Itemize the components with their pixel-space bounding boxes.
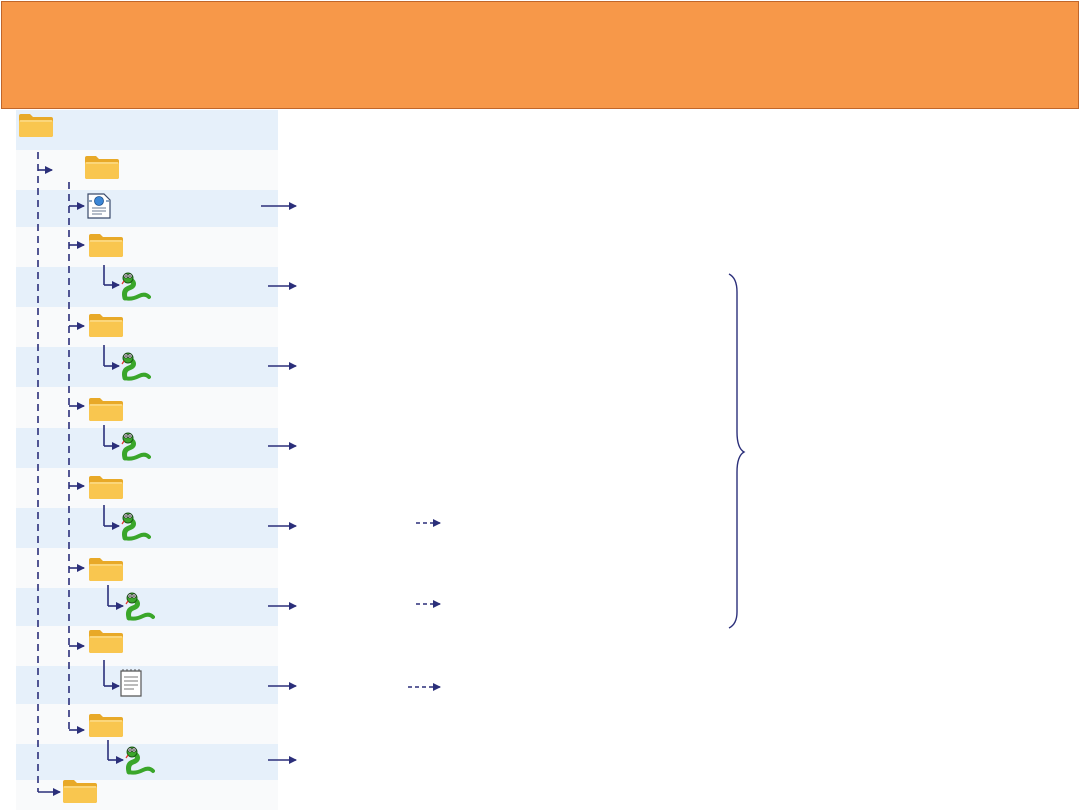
- folder-icon: [88, 556, 124, 587]
- html-file-icon: [86, 192, 112, 225]
- folder-icon: [84, 154, 120, 185]
- row-stripe: [16, 110, 278, 150]
- python-file-icon: [119, 350, 151, 387]
- row-stripe: [16, 428, 278, 468]
- python-file-icon: [123, 744, 155, 781]
- folder-icon: [88, 396, 124, 427]
- row-stripe: [16, 227, 278, 267]
- row-stripe: [16, 588, 278, 626]
- folder-icon: [88, 232, 124, 263]
- row-stripe: [16, 150, 278, 190]
- curly-brace-icon: [728, 273, 746, 629]
- python-file-icon: [123, 590, 155, 627]
- row-stripe: [16, 387, 278, 428]
- row-stripe: [16, 548, 278, 588]
- row-stripe: [16, 190, 278, 227]
- row-stripe: [16, 468, 278, 508]
- folder-icon: [62, 778, 98, 809]
- row-stripe: [16, 508, 278, 548]
- row-stripe: [16, 666, 278, 704]
- folder-icon: [18, 112, 54, 143]
- text-file-icon: [119, 668, 143, 703]
- folder-icon: [88, 312, 124, 343]
- row-stripe: [16, 307, 278, 347]
- title-banner: [1, 1, 1079, 109]
- row-stripe: [16, 744, 278, 780]
- folder-icon: [88, 628, 124, 659]
- folder-icon: [88, 712, 124, 743]
- folder-icon: [88, 474, 124, 505]
- row-stripe: [16, 267, 278, 307]
- python-file-icon: [119, 270, 151, 307]
- row-stripes: [16, 110, 278, 810]
- python-file-icon: [119, 430, 151, 467]
- python-file-icon: [119, 510, 151, 547]
- row-stripe: [16, 347, 278, 387]
- row-stripe: [16, 704, 278, 744]
- row-stripe: [16, 626, 278, 666]
